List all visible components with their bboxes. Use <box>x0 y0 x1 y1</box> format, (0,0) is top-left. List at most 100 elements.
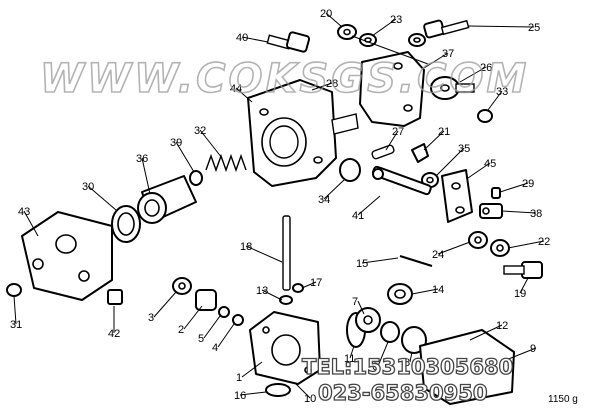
callout-32: 32 <box>194 125 206 137</box>
leader-26 <box>459 66 487 83</box>
part-13-washer <box>279 295 293 305</box>
callout-29: 29 <box>522 178 534 190</box>
callout-30: 30 <box>82 181 94 193</box>
leader-24 <box>437 241 471 255</box>
part-19-bolt <box>503 261 543 279</box>
leader-43 <box>23 210 39 237</box>
callout-45: 45 <box>484 158 496 170</box>
leader-5 <box>203 315 221 339</box>
callout-34: 34 <box>318 194 330 206</box>
part-27-pin <box>371 144 395 160</box>
leader-6 <box>377 341 389 367</box>
leader-13 <box>261 289 283 301</box>
leader-2 <box>183 305 203 330</box>
leader-35 <box>435 147 465 177</box>
part-3-fitting <box>172 277 192 295</box>
leader-23 <box>371 18 397 37</box>
part-29-screw <box>491 187 501 199</box>
leader-32 <box>199 129 223 159</box>
part-4-oring <box>232 314 244 326</box>
callout-31: 31 <box>10 319 22 331</box>
part-17-washer <box>292 283 304 293</box>
callout-35: 35 <box>458 143 470 155</box>
callout-25: 25 <box>528 22 540 34</box>
callout-38: 38 <box>530 208 542 220</box>
leader-34 <box>323 179 345 200</box>
leader-39 <box>175 141 195 173</box>
leader-44 <box>235 87 253 103</box>
callout-10: 10 <box>304 393 316 405</box>
part-32-spring <box>205 153 247 173</box>
callout-1: 1 <box>236 372 242 384</box>
leader-27 <box>385 130 399 151</box>
watermark-phone-1: TEL:15310305680 <box>302 355 513 379</box>
leader-45 <box>467 162 491 179</box>
part-15-rod <box>399 255 433 267</box>
part-39-washer <box>189 170 203 186</box>
part-37-bracket <box>351 35 429 127</box>
parts-drawing <box>6 19 543 405</box>
part-44-housing <box>247 79 359 187</box>
part-22-washer <box>490 239 510 257</box>
leader-19 <box>519 277 529 294</box>
callout-36: 36 <box>136 153 148 165</box>
part-16-oring <box>265 383 291 397</box>
part-30-gasket <box>111 205 141 243</box>
callout-18: 18 <box>240 241 252 253</box>
callout-43: 43 <box>18 206 30 218</box>
part-38-bolt <box>479 203 503 219</box>
leader-33 <box>487 90 503 111</box>
part-43-cover <box>21 211 113 301</box>
leader-17 <box>301 281 317 289</box>
leader-40 <box>241 36 269 43</box>
leader-lines <box>13 12 545 399</box>
part-18-rod <box>282 215 291 291</box>
leader-37 <box>423 52 449 69</box>
leader-11 <box>349 345 355 359</box>
leader-30 <box>87 185 117 211</box>
callout-9: 9 <box>530 343 536 355</box>
part-6-oring <box>380 321 400 343</box>
callout-6: 6 <box>372 361 378 373</box>
callout-4: 4 <box>212 342 218 354</box>
callout-28: 28 <box>326 78 338 90</box>
callout-17: 17 <box>310 277 322 289</box>
part-45-plate <box>441 169 473 223</box>
watermark-site: WWW.COKSGS.COM <box>40 56 529 102</box>
leader-29 <box>499 182 529 193</box>
callout-7: 7 <box>352 296 358 308</box>
part-12-cover <box>419 329 515 405</box>
callout-21: 21 <box>438 126 450 138</box>
callout-33: 33 <box>496 86 508 98</box>
leader-10 <box>295 383 311 399</box>
callout-8: 8 <box>404 357 410 369</box>
part-23-washers <box>359 33 426 47</box>
leader-3 <box>153 291 177 318</box>
leader-4 <box>217 323 235 348</box>
leader-12 <box>469 324 503 341</box>
callout-3: 3 <box>148 312 154 324</box>
leader-28 <box>311 82 333 91</box>
callout-41: 41 <box>352 210 364 222</box>
part-26-lever <box>430 76 493 123</box>
part-7-plate <box>355 307 381 333</box>
callout-12: 12 <box>496 320 508 332</box>
callout-16: 16 <box>234 390 246 402</box>
callout-22: 22 <box>538 236 550 248</box>
leader-41 <box>357 195 381 216</box>
leader-25 <box>467 25 535 28</box>
leader-31 <box>13 295 17 325</box>
leader-20 <box>325 12 343 28</box>
part-5-oring <box>218 306 230 318</box>
leader-38 <box>501 210 537 214</box>
callout-11: 11 <box>344 353 355 365</box>
callout-5: 5 <box>198 333 204 345</box>
part-41-shaft <box>371 165 432 196</box>
part-36-piston <box>137 175 197 224</box>
part-20-nut <box>337 24 357 40</box>
callout-14: 14 <box>432 284 444 296</box>
callout-2: 2 <box>178 324 184 336</box>
callout-37: 37 <box>442 48 454 60</box>
